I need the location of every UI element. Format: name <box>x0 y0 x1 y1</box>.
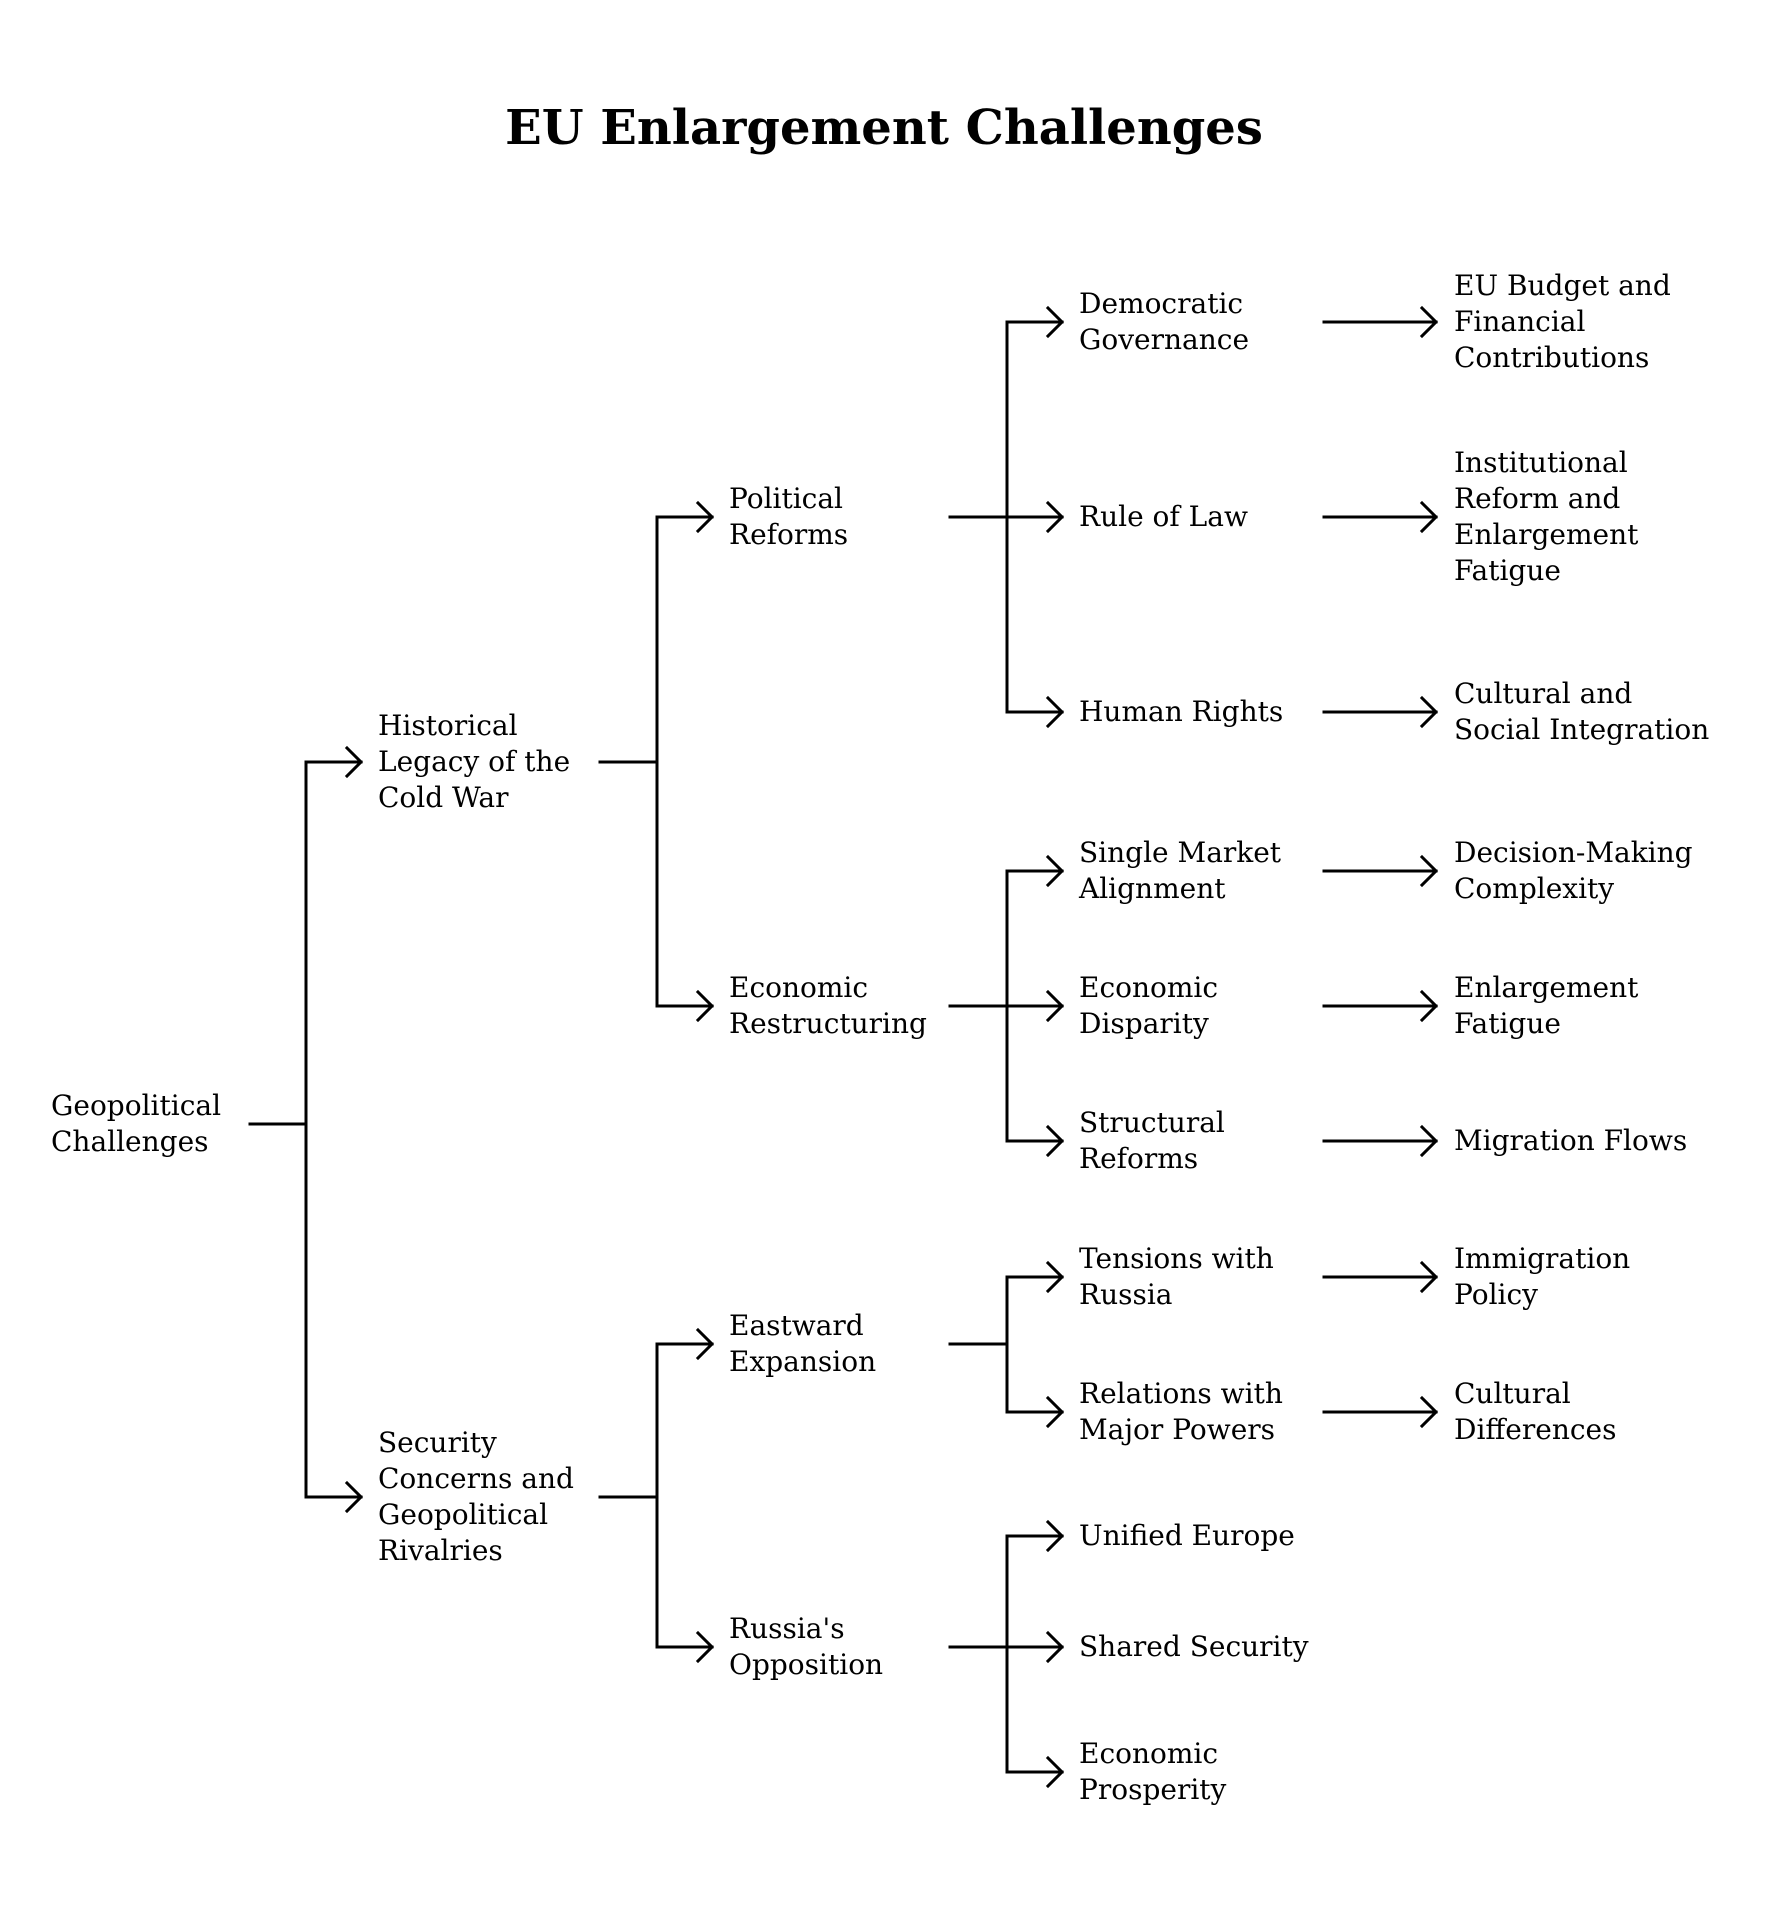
arrowhead-enlargement_fatigue <box>1419 989 1439 1023</box>
arrowhead-historical_legacy <box>344 745 364 779</box>
arrowhead-cultural_social_integration <box>1419 695 1439 729</box>
node-human-rights: Human Rights <box>1079 695 1284 728</box>
arrowhead-human_rights <box>1045 695 1065 729</box>
arrowhead-eu_budget <box>1419 305 1439 339</box>
arrowhead-cultural_differences <box>1419 1395 1439 1429</box>
arrowhead-russias_opposition <box>695 1630 715 1664</box>
arrowhead-economic_disparity <box>1045 989 1065 1023</box>
arrowhead-single_market_alignment <box>1045 854 1065 888</box>
arrowhead-eastward_expansion <box>695 1327 715 1361</box>
node-unified-europe: Unified Europe <box>1079 1519 1295 1552</box>
arrowhead-security_concerns <box>344 1480 364 1514</box>
arrowhead-institutional_reform <box>1419 500 1439 534</box>
arrowhead-economic_restructuring <box>695 989 715 1023</box>
arrowhead-economic_prosperity <box>1045 1755 1065 1789</box>
arrowhead-democratic_governance <box>1045 305 1065 339</box>
arrowhead-migration_flows <box>1419 1124 1439 1158</box>
page-title: EU Enlargement Challenges <box>505 100 1263 156</box>
arrowhead-political_reforms <box>695 500 715 534</box>
node-shared-security: Shared Security <box>1079 1630 1309 1663</box>
arrowhead-rule_of_law <box>1045 500 1065 534</box>
arrowhead-tensions_with_russia <box>1045 1260 1065 1294</box>
node-migration-flows: Migration Flows <box>1454 1124 1688 1157</box>
arrowhead-unified_europe <box>1045 1519 1065 1553</box>
arrowhead-structural_reforms <box>1045 1124 1065 1158</box>
arrowhead-shared_security <box>1045 1630 1065 1664</box>
arrowhead-relations_with_major_powers <box>1045 1395 1065 1429</box>
arrowhead-decision_making_complexity <box>1419 854 1439 888</box>
arrowhead-immigration_policy <box>1419 1260 1439 1294</box>
node-rule-of-law: Rule of Law <box>1079 500 1248 533</box>
